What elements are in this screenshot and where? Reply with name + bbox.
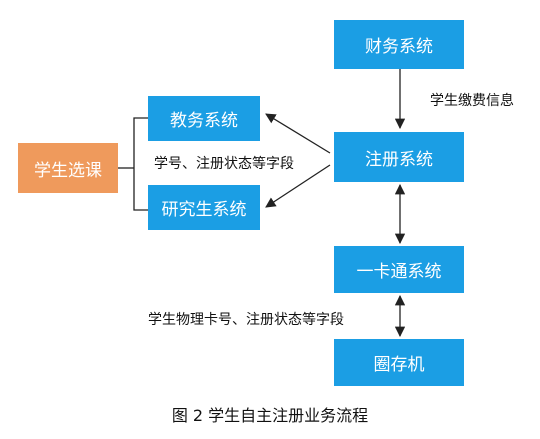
node-finance-system: 财务系统: [334, 20, 464, 69]
edge-label-card-status: 学生物理卡号、注册状态等字段: [148, 312, 344, 328]
figure-caption: 图 2 学生自主注册业务流程: [171, 406, 369, 425]
reg-to-graduate-arrow: [265, 164, 331, 208]
bracket-line: [133, 117, 148, 211]
edge-label-id-status: 学号、注册状态等字段: [154, 156, 294, 172]
reg-to-academic-arrow: [265, 113, 331, 154]
node-card-system: 一卡通系统: [334, 246, 464, 293]
node-student-course: 学生选课: [18, 143, 118, 193]
node-gate-machine: 圈存机: [334, 339, 464, 386]
node-registration-system: 注册系统: [334, 132, 464, 182]
node-academic-system: 教务系统: [148, 96, 260, 141]
node-graduate-system: 研究生系统: [148, 185, 260, 230]
edge-label-payment-info: 学生缴费信息: [430, 93, 514, 109]
